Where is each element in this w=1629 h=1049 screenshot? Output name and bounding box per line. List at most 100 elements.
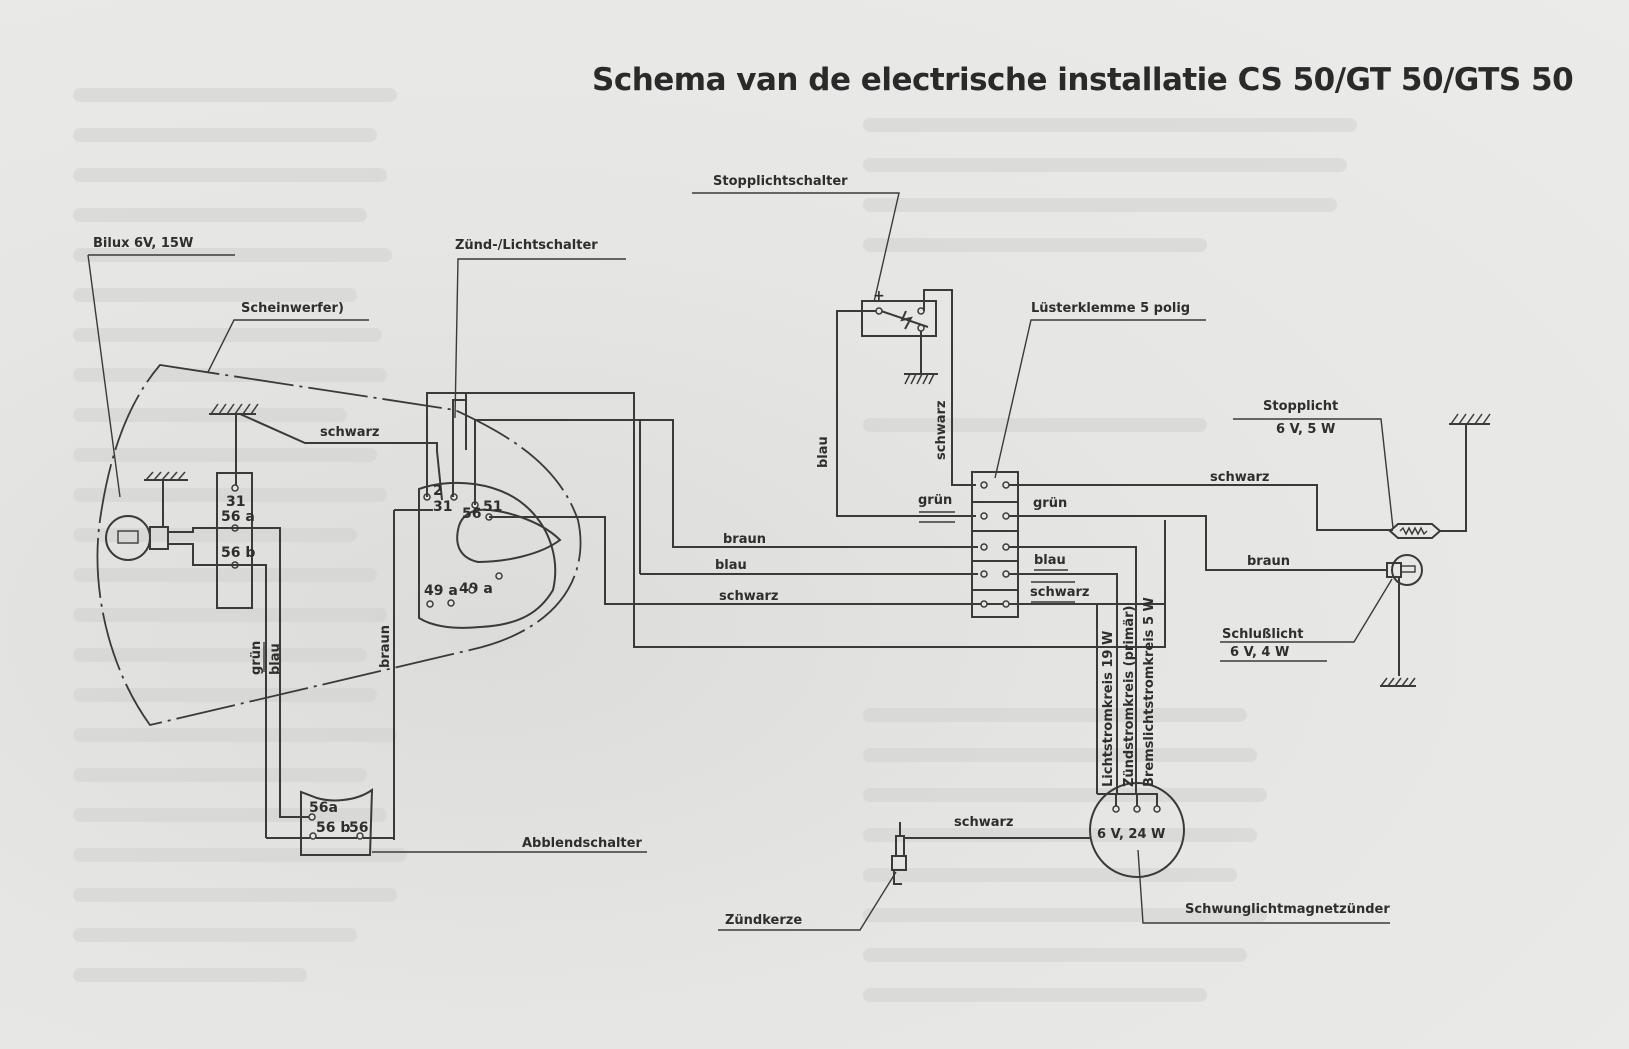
wire-lichtstrom <box>1009 603 1098 794</box>
wire-blau-bulb <box>182 527 281 808</box>
magneto-icon <box>1089 782 1185 878</box>
wire-stoplight-ground <box>1440 424 1467 532</box>
dimmer-switch <box>300 788 374 856</box>
wire-schwarz-brake <box>923 289 976 486</box>
pin-2: 2 <box>433 483 443 499</box>
pin-56-dimmer: 56 <box>349 820 368 836</box>
label-stoplight: Stopplicht <box>1263 399 1338 414</box>
terminal-strip-5-pole <box>971 471 1019 618</box>
ground-symbol-stoplight <box>1449 413 1491 425</box>
wire-schwarz-ground <box>239 413 443 501</box>
wire-schwarz-stoplight <box>1009 484 1393 531</box>
terminal-31-headlight <box>231 484 239 492</box>
label-bilux: Bilux 6V, 15W <box>93 236 193 251</box>
wire-label-blau-right: blau <box>1034 553 1066 568</box>
bilux-bulb-icon <box>105 515 182 561</box>
wire-label-gruen-vertical: grün <box>249 641 264 675</box>
wire-label-schwarz-brake: schwarz <box>934 401 949 460</box>
wire-label-braun-1: braun <box>723 532 766 547</box>
pin-56a-dimmer: 56a <box>309 800 338 816</box>
leader-stoplight <box>1233 418 1394 529</box>
wire-label-braun-vertical: braun <box>378 625 393 668</box>
leader-brake-switch <box>692 192 900 303</box>
wire-from-2 <box>426 392 1166 648</box>
label-circuit-brake: Bremslichtstromkreis 5 W <box>1142 597 1157 787</box>
pin-51: 51 <box>483 499 502 515</box>
wire-label-schwarz-stoplight: schwarz <box>1210 470 1269 485</box>
label-terminal-block: Lüsterklemme 5 polig <box>1031 301 1190 316</box>
taillight-bulb-icon <box>1386 554 1423 586</box>
wire-blau-brake <box>836 310 976 517</box>
wire-from-31 <box>452 393 467 497</box>
terminal-brake-plus <box>875 307 883 315</box>
leader-ignition-switch <box>454 258 626 419</box>
wire-label-gruen-left: grün <box>918 493 952 508</box>
pin-56b-dimmer: 56 b <box>316 820 350 836</box>
wire-label-blau-vertical: blau <box>268 643 283 675</box>
label-stoplight-rating: 6 V, 5 W <box>1276 422 1335 437</box>
terminal-bremslicht <box>1153 805 1161 813</box>
terminal-56b-dimmer <box>309 832 317 840</box>
pin-31-switch: 31 <box>433 499 452 515</box>
wire-zuendstrom <box>1009 573 1118 794</box>
label-magneto: Schwunglichtmagnetzünder <box>1185 902 1390 917</box>
wire-label-schwarz-sparkplug: schwarz <box>954 815 1013 830</box>
terminal-brake-ground <box>917 324 925 332</box>
terminal-strip-screws <box>980 481 1010 608</box>
label-magneto-rating: 6 V, 24 W <box>1097 827 1165 842</box>
label-taillight: Schlußlicht <box>1222 627 1303 642</box>
label-headlight: Scheinwerfer) <box>241 301 344 316</box>
wire-magneto-terminals <box>1097 793 1158 806</box>
pin-56b: 56 b <box>221 545 255 561</box>
label-circuit-ignition: Zündstromkreis (primär) <box>1122 606 1137 787</box>
leader-headlight <box>207 319 369 373</box>
pin-49a-left: 49 a <box>424 583 458 599</box>
wire-braun-from-56 <box>474 419 978 548</box>
ground-symbol-bulb <box>144 471 188 527</box>
pin-56a: 56 a <box>221 509 255 525</box>
wire-bremslicht <box>1009 546 1137 794</box>
wire-label-gruen-right: grün <box>1033 496 1067 511</box>
pin-31: 31 <box>226 494 245 510</box>
stoplight-bulb-icon <box>1388 523 1442 539</box>
terminal-49a-a <box>495 572 503 580</box>
wire-to-56b <box>266 837 395 840</box>
leader-terminal-block <box>994 319 1206 479</box>
headlight-terminal-block <box>216 472 253 609</box>
leader-magneto <box>1137 849 1390 924</box>
label-taillight-rating: 6 V, 4 W <box>1230 645 1289 660</box>
label-dimmer-switch: Abblendschalter <box>522 836 642 851</box>
label-spark-plug: Zündkerze <box>725 913 802 928</box>
wire-blau-to-56a <box>279 808 309 818</box>
bleed-through-background <box>73 88 1357 1002</box>
terminal-49a-d <box>468 586 476 594</box>
leader-spark-plug <box>718 871 897 931</box>
terminal-56-dimmer <box>356 832 364 840</box>
ground-symbol-taillight <box>1380 677 1416 687</box>
ground-symbol-brake <box>904 373 938 385</box>
terminal-56a-dimmer <box>308 813 316 821</box>
leader-taillight <box>1220 578 1393 662</box>
wire-label-braun-taillight: braun <box>1247 554 1290 569</box>
wire-label-schwarz-2: schwarz <box>719 589 778 604</box>
terminal-49a-b <box>426 600 434 608</box>
ground-symbol-headlight <box>209 403 259 415</box>
wire-label-schwarz-right: schwarz <box>1030 585 1089 600</box>
label-ignition-switch: Zünd-/Lichtschalter <box>455 238 598 253</box>
brake-switch-plus: + <box>873 288 885 304</box>
pin-56-switch: 56 <box>462 506 481 522</box>
wire-label-blau-1: blau <box>715 558 747 573</box>
label-brake-switch: Stopplichtschalter <box>713 174 848 189</box>
wire-gruen-bulb <box>182 543 267 838</box>
brake-switch-icon <box>861 300 937 337</box>
terminal-49a-c <box>447 599 455 607</box>
leader-bilux <box>87 254 235 498</box>
pin-49a-right: 49 a <box>459 581 493 597</box>
wire-label-schwarz-1: schwarz <box>320 425 379 440</box>
wire-label-blau-brake: blau <box>816 436 831 468</box>
wire-braun-taillight <box>1009 515 1387 571</box>
headlight-housing-outline <box>96 364 582 727</box>
terminal-lichtstrom <box>1112 805 1120 813</box>
ignition-light-switch <box>418 481 562 629</box>
